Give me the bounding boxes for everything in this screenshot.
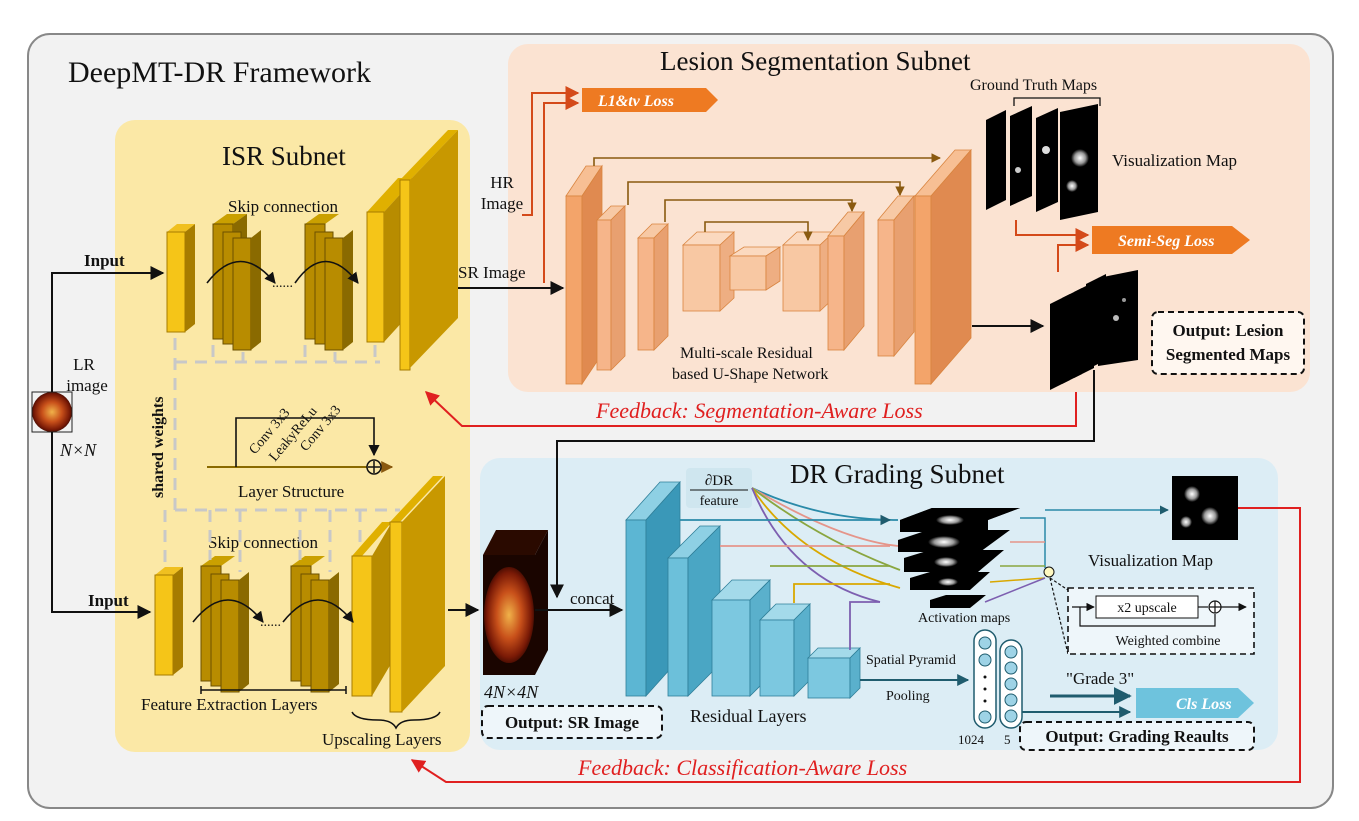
sr-size-label: 4N×4N: [484, 682, 539, 702]
x2-upscale-label: x2 upscale: [1117, 601, 1176, 616]
l1-loss-badge: [582, 88, 718, 112]
output-lesion-2: Segmented Maps: [1166, 345, 1291, 364]
dim-1024-label: 1024: [958, 732, 985, 747]
gt-bracket: [1013, 97, 1101, 106]
upscaling-bracket: [351, 711, 441, 730]
seg-vis-label: Visualization Map: [1112, 151, 1237, 170]
shared-weights-label: shared weights: [150, 397, 167, 499]
layer-structure: [207, 417, 394, 475]
combine-node: [1043, 566, 1055, 578]
sr-image-label: SR Image: [458, 263, 526, 282]
input-label-top: Input: [84, 251, 125, 270]
output-sr-box: [481, 705, 663, 739]
activation-maps: [898, 508, 1020, 608]
input-label-bottom: Input: [88, 591, 129, 610]
output-sr-label: Output: SR Image: [505, 713, 640, 732]
sr-to-loss: [543, 96, 580, 283]
sr-output-image: [483, 530, 548, 675]
layer-structure-label: Layer Structure: [238, 482, 344, 501]
output-lesion-1: Output: Lesion: [1173, 321, 1285, 340]
dim-5-label: 5: [1004, 732, 1011, 747]
isr-top-blocks: [166, 130, 458, 371]
gradient-box: [686, 468, 752, 508]
gradient-den: feature: [700, 494, 739, 509]
framework-title: DeepMT-DR Framework: [68, 56, 371, 89]
shared-weights-lines: [163, 338, 400, 572]
activation-maps-label: Activation maps: [918, 611, 1010, 626]
grading-title: DR Grading Subnet: [790, 459, 1005, 489]
skip-arc-bottom-2: [282, 599, 354, 623]
cls-loss-badge: [1136, 688, 1254, 718]
unet-label-2: based U-Shape Network: [672, 366, 828, 383]
unet-skips: [593, 153, 941, 241]
residual-blocks: [625, 480, 861, 699]
l1-loss-label: L1&tv Loss: [597, 93, 674, 110]
feedback-seg-label: Feedback: Segmentation-Aware Loss: [595, 398, 923, 423]
gt-to-semiloss: [1015, 220, 1090, 242]
gradient-curves: [680, 487, 901, 650]
lr-label-2: image: [66, 376, 108, 395]
feature-layers-label: Feature Extraction Layers: [141, 695, 318, 714]
combine-arrows: [984, 505, 1169, 603]
lr-image: [32, 392, 72, 432]
skip-connection-bottom: Skip connection: [208, 533, 319, 552]
weighted-combine-label: Weighted combine: [1115, 634, 1220, 649]
gt-maps-label: Ground Truth Maps: [970, 77, 1097, 94]
ellipsis-bottom: ......: [260, 615, 281, 630]
grading-vis-label: Visualization Map: [1088, 551, 1213, 570]
lr-size: N×N: [59, 440, 97, 460]
upscaling-layers-label: Upscaling Layers: [322, 730, 441, 749]
spp-label-1: Spatial Pyramid: [866, 653, 956, 668]
lr-label-1: LR: [73, 355, 95, 374]
feature-bracket: [200, 686, 347, 694]
skip-arc-bottom-1: [192, 599, 264, 623]
unet-label-1: Multi-scale Residual: [680, 345, 813, 362]
ellipsis-top: ......: [272, 276, 293, 291]
zoom-lines: [1049, 577, 1069, 655]
residual-layers-label: Residual Layers: [690, 706, 806, 726]
feedback-cls-arrow: [410, 507, 1301, 783]
input-arrow-top: [51, 266, 165, 392]
grade-label: "Grade 3": [1066, 669, 1134, 688]
skip-arc-top-2: [294, 260, 359, 284]
vec-1024: [973, 629, 997, 729]
unet-blocks: [565, 148, 972, 386]
cls-loss-label: Cls Loss: [1176, 696, 1232, 713]
spp-label-2: Pooling: [886, 689, 930, 704]
hr-label-1: HR: [490, 173, 514, 192]
feedback-cls-label: Feedback: Classification-Aware Loss: [577, 755, 907, 780]
seg-to-concat: [550, 370, 1095, 599]
grading-vis-map: [1172, 476, 1238, 540]
output-lesion-box: [1151, 311, 1305, 375]
gt-maps-stack: [986, 104, 1098, 220]
pred-to-semiloss: [1057, 238, 1090, 272]
output-grading-box: [1019, 721, 1255, 751]
input-arrow-bottom: [51, 432, 152, 619]
gradient-num: ∂DR: [705, 473, 733, 489]
semi-seg-loss-badge: [1092, 226, 1250, 254]
skip-arc-top-1: [206, 260, 276, 284]
seg-title: Lesion Segmentation Subnet: [660, 46, 971, 76]
semi-seg-loss-label: Semi-Seg Loss: [1118, 233, 1214, 250]
predicted-maps-stack: [1050, 270, 1138, 390]
concat-label: concat: [570, 589, 615, 608]
output-grading-label: Output: Grading Reaults: [1045, 727, 1229, 746]
hr-label-2: Image: [481, 194, 523, 213]
skip-connection-top: Skip connection: [228, 197, 339, 216]
feedback-seg-arrow: [424, 391, 1077, 427]
isr-title: ISR Subnet: [222, 141, 346, 171]
hr-to-loss: [522, 86, 580, 216]
